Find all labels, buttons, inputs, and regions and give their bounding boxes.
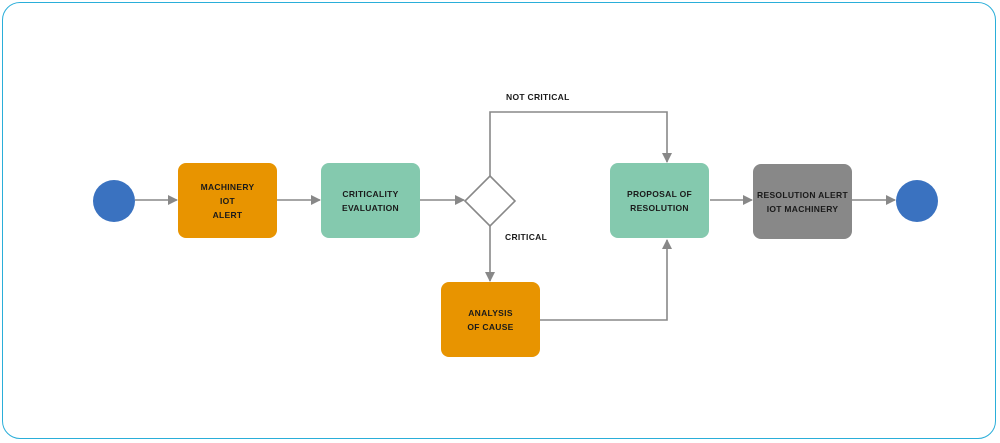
node-label-line: ANALYSIS [468, 307, 513, 318]
node-label-line: RESOLUTION ALERT [757, 189, 848, 200]
node-label-line: IOT MACHINERY [766, 203, 839, 214]
node-label-line: ALERT [212, 209, 243, 220]
edge-analysis-to-proposal [540, 239, 672, 321]
node-label-line: CRITICALITY [342, 188, 399, 199]
node-machinery-iot-alert: MACHINERY IOT ALERT [178, 163, 277, 238]
node-label-line: OF CAUSE [467, 321, 514, 332]
start-event [93, 180, 135, 222]
node-resolution-alert: RESOLUTION ALERT IOT MACHINERY [753, 164, 852, 239]
end-event [896, 180, 938, 222]
node-criticality-evaluation: CRITICALITY EVALUATION [321, 163, 420, 238]
node-label-line: MACHINERY [200, 181, 255, 192]
node-proposal-of-resolution: PROPOSAL OF RESOLUTION [610, 163, 709, 238]
edge-label-critical: CRITICAL [505, 232, 548, 242]
edge-gateway-not-critical [489, 111, 672, 176]
node-label-line: EVALUATION [342, 202, 399, 213]
node-label-line: RESOLUTION [630, 202, 689, 213]
node-label-line: IOT [219, 195, 236, 206]
node-label-line: PROPOSAL OF [626, 188, 692, 199]
criticality-gateway [463, 174, 517, 228]
edge-label-not-critical: NOT CRITICAL [506, 92, 570, 102]
node-analysis-of-cause: ANALYSIS OF CAUSE [441, 282, 540, 357]
